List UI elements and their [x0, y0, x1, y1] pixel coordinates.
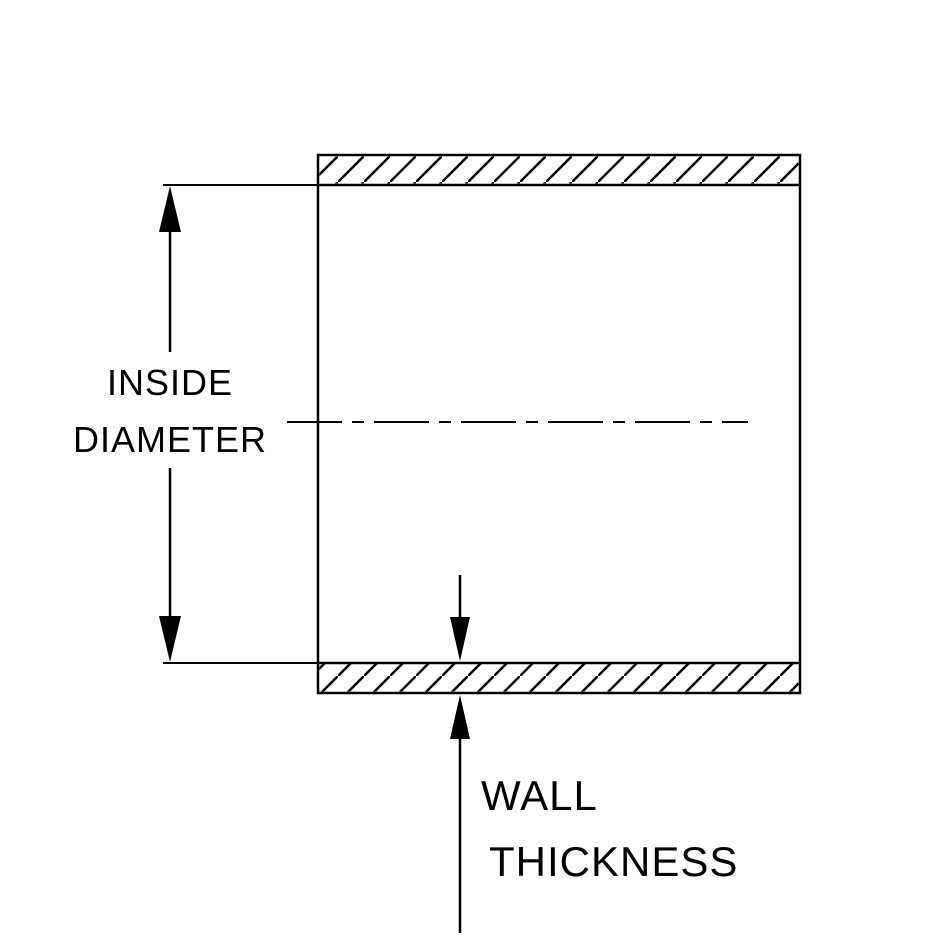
wall-thickness-dimension: WALL THICKNESS — [450, 575, 738, 933]
arrowhead-down-icon — [450, 617, 470, 661]
top-wall-hatch — [319, 156, 799, 184]
arrowhead-up-icon — [450, 695, 470, 739]
arrowhead-down-icon — [159, 616, 181, 662]
bottom-wall-hatch — [319, 664, 799, 692]
tube-body-outline — [316, 153, 802, 695]
wall-thickness-label-line2: THICKNESS — [489, 838, 738, 885]
wall-thickness-label-line1: WALL — [481, 772, 598, 819]
inside-diameter-label-line1: INSIDE — [107, 362, 233, 403]
inside-diameter-label-line2: DIAMETER — [73, 419, 267, 460]
inside-diameter-dimension: INSIDE DIAMETER — [73, 186, 267, 662]
arrowhead-up-icon — [159, 186, 181, 232]
